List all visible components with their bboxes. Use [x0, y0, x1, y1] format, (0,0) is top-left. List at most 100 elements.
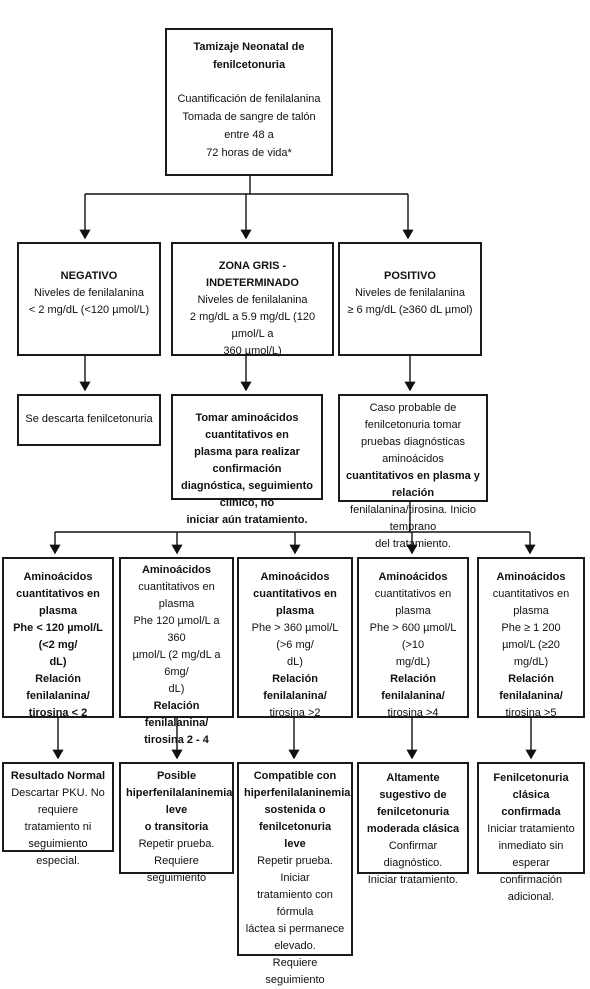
outcome-line: láctea si permanece	[245, 923, 345, 935]
amino-line: mg/dL)	[395, 656, 431, 668]
outcome-line: Confirmar diagnóstico.	[383, 840, 443, 869]
negative-line: Niveles de fenilalanina	[33, 287, 145, 299]
amino-line: tirosina 2 - 4	[144, 734, 209, 746]
amino-line: Relación fenilalanina/	[499, 673, 563, 702]
gray-zone-line: Niveles de fenilalanina	[197, 294, 308, 306]
amino-line: dL)	[49, 656, 67, 668]
outcome-line: seguimiento	[146, 872, 207, 884]
outcome-line: Repetir prueba. Iniciar	[257, 855, 333, 884]
amino-line: Aminoácidos	[378, 571, 448, 583]
compatible-hpa-box: Compatible con hiperfenilalaninemia sost…	[237, 762, 353, 986]
negative-title: NEGATIVO	[60, 270, 118, 282]
amino-line: Phe 120 µmol/L a 360	[133, 615, 220, 644]
amino-line: µmol/L (2 mg/dL a 6mg/	[132, 649, 221, 678]
negative-line: < 2 mg/dL (<120 µmol/L)	[28, 304, 150, 316]
amino-line: Phe ≥ 1 200 µmol/L (≥20	[501, 622, 561, 651]
gray-zone-action-box: Tomar aminoácidos cuantitativos en plasm…	[171, 394, 323, 526]
amino-line: Aminoácidos	[141, 564, 212, 576]
screening-line: 72 horas de vida*	[206, 147, 292, 159]
outcome-line: Posible	[156, 770, 197, 782]
probable-case-line: fenilalanina/tirosina. Inicio temprano	[350, 504, 476, 533]
amino-line: Relación fenilalanina/	[381, 673, 445, 702]
gray-zone-action-line: Tomar aminoácidos cuantitativos en	[195, 412, 299, 441]
amino-line: cuantitativos en plasma	[492, 588, 570, 617]
amino-line: Aminoácidos	[260, 571, 330, 583]
discard-box: Se descarta fenilcetonuria	[17, 394, 161, 446]
gray-zone-box: ZONA GRIS - INDETERMINADO Niveles de fen…	[171, 242, 334, 357]
outcome-line: Iniciar tratamiento	[487, 823, 575, 835]
amino-line: tirosina >5	[505, 707, 557, 719]
outcome-line: confirmación adicional.	[499, 874, 563, 903]
outcome-line: hiperfenilalaninemia	[244, 787, 351, 799]
amino-line: cuantitativos en plasma	[253, 588, 337, 617]
amino-line: Aminoácidos	[496, 571, 566, 583]
moderate-pku-box: Altamente sugestivo de fenilcetonuria mo…	[357, 762, 469, 886]
screening-line: Cuantificación de fenilalanina	[177, 93, 321, 105]
amino-line: Phe > 600 µmol/L (>10	[369, 622, 457, 651]
screening-title: Tamizaje Neonatal de fenilcetonuria	[193, 41, 305, 71]
amino-line: tirosina < 2	[28, 707, 88, 719]
amino-line: Relación fenilalanina/	[263, 673, 327, 702]
amino-box-1: Aminoácidos cuantitativos en plasma Phe …	[2, 557, 114, 719]
outcome-line: requiere tratamiento ni	[24, 804, 92, 833]
amino-line: Aminoácidos	[23, 571, 93, 583]
positive-result-box: POSITIVO Niveles de fenilalanina ≥ 6 mg/…	[338, 242, 482, 356]
outcome-line: inmediato sin esperar	[498, 840, 564, 869]
positive-title: POSITIVO	[384, 270, 436, 282]
outcome-line: Iniciar tratamiento.	[367, 874, 459, 886]
outcome-line: seguimiento especial.	[28, 838, 88, 867]
normal-result-box: Resultado Normal Descartar PKU. No requi…	[2, 762, 114, 867]
amino-box-4: Aminoácidos cuantitativos en plasma Phe …	[357, 557, 469, 719]
outcome-line: leve	[284, 838, 306, 850]
amino-line: tirosina >4	[387, 707, 439, 719]
outcome-line: Descartar PKU. No	[11, 787, 105, 799]
outcome-line: elevado.	[274, 940, 316, 952]
amino-line: Phe > 360 µmol/L (>6 mg/	[251, 622, 339, 651]
amino-box-2: Aminoácidos cuantitativos en plasma Phe …	[119, 557, 234, 746]
outcome-line: Resultado Normal	[10, 770, 106, 782]
amino-line: Phe < 120 µmol/L (<2 mg/	[13, 622, 103, 651]
probable-case-line: Caso probable de fenilcetonuria tomar	[364, 402, 462, 431]
classic-pku-box: Fenilcetonuria clásica confirmada Inicia…	[477, 762, 585, 903]
amino-box-5: Aminoácidos cuantitativos en plasma Phe …	[477, 557, 585, 719]
outcome-line: Requiere seguimiento	[265, 957, 325, 986]
amino-line: Relación fenilalanina/	[144, 700, 209, 729]
amino-line: cuantitativos en plasma	[16, 588, 100, 617]
outcome-line: moderada clásica	[366, 823, 460, 835]
outcome-line: tratamiento con fórmula	[257, 889, 333, 918]
amino-line: mg/dL)	[513, 656, 549, 668]
amino-line: cuantitativos en plasma	[138, 581, 215, 610]
amino-line: Relación fenilalanina/	[26, 673, 90, 702]
positive-line: ≥ 6 mg/dL (≥360 dL µmol)	[347, 304, 473, 316]
gray-zone-action-line: plasma para realizar confirmación	[194, 446, 300, 475]
gray-zone-action-line: diagnóstica, seguimiento clínico, no	[180, 480, 314, 509]
outcome-line: sostenida o fenilcetonuria	[258, 804, 332, 833]
outcome-line: Compatible con	[253, 770, 337, 782]
positive-line: Niveles de fenilalanina	[354, 287, 466, 299]
probable-case-line: cuantitativos en plasma y relación	[346, 470, 480, 499]
amino-line: dL)	[168, 683, 185, 695]
negative-result-box: NEGATIVO Niveles de fenilalanina < 2 mg/…	[17, 242, 161, 356]
amino-line: tirosina >2	[269, 707, 321, 719]
discard-text: Se descarta fenilcetonuria	[25, 413, 153, 425]
probable-case-line: del tratamiento.	[375, 538, 451, 550]
gray-zone-action-line: iniciar aún tratamiento.	[186, 514, 308, 526]
outcome-line: confirmada	[501, 806, 561, 818]
outcome-line: Repetir prueba. Requiere	[138, 838, 215, 867]
amino-box-3: Aminoácidos cuantitativos en plasma Phe …	[237, 557, 353, 719]
gray-zone-line: 360 µmol/L)	[223, 345, 282, 357]
outcome-line: hiperfenilalaninemia leve	[126, 787, 233, 816]
outcome-line: Fenilcetonuria clásica	[493, 772, 569, 801]
probable-case-line: pruebas diagnósticas aminoácidos	[361, 436, 465, 465]
outcome-line: o transitoria	[144, 821, 209, 833]
probable-case-box: Caso probable de fenilcetonuria tomar pr…	[338, 394, 488, 550]
screening-box: Tamizaje Neonatal de fenilcetonuria Cuan…	[165, 28, 333, 176]
outcome-line: Altamente sugestivo de	[379, 772, 447, 801]
gray-zone-title: ZONA GRIS - INDETERMINADO	[206, 260, 299, 289]
gray-zone-line: 2 mg/dL a 5.9 mg/dL (120 µmol/L a	[189, 311, 316, 340]
screening-line: Tomada de sangre de talón entre 48 a	[182, 111, 316, 141]
amino-line: cuantitativos en plasma	[374, 588, 452, 617]
possible-hpa-box: Posible hiperfenilalaninemia leve o tran…	[119, 762, 234, 884]
outcome-line: fenilcetonuria	[376, 806, 450, 818]
